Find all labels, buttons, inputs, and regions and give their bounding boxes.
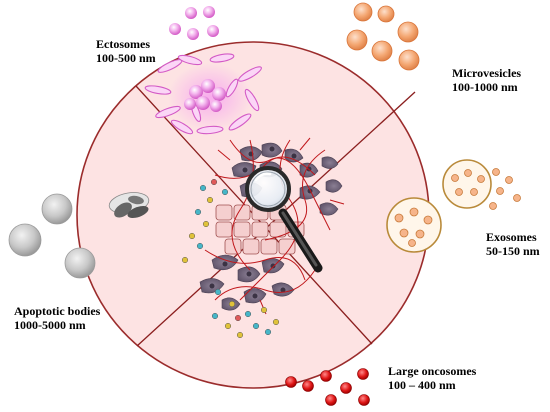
- exosomes-name: Exosomes: [486, 230, 537, 244]
- microvesicles-label: Microvesicles 100-1000 nm: [452, 66, 521, 94]
- ectosome-cluster: [144, 53, 262, 135]
- large-oncosomes-label: Large oncosomes 100 – 400 nm: [388, 364, 476, 392]
- apoptotic-bodies-size: 1000-5000 nm: [14, 318, 86, 332]
- apoptotic-bodies-label: Apoptotic bodies 1000-5000 nm: [14, 304, 100, 332]
- ectosome-vesicles: [169, 6, 219, 40]
- ectosomes-size: 100-500 nm: [96, 51, 156, 65]
- exosome-vesicles: [489, 168, 521, 210]
- apoptotic-bodies: [8, 193, 96, 279]
- vessel-network: [204, 137, 345, 315]
- ectosomes-label: Ectosomes 100-500 nm: [96, 37, 156, 65]
- exosomes-label: Exosomes 50-150 nm: [486, 230, 540, 258]
- large-oncosome-group: [285, 368, 370, 406]
- apoptotic-cell: [108, 192, 150, 219]
- microvesicle-group: [346, 2, 420, 71]
- secreted-particles: [181, 178, 280, 339]
- ectosomes-name: Ectosomes: [96, 37, 150, 51]
- apoptotic-bodies-name: Apoptotic bodies: [14, 304, 101, 318]
- large-oncosomes-size: 100 – 400 nm: [388, 378, 456, 392]
- microvesicles-name: Microvesicles: [452, 66, 522, 80]
- exosome-mvb-large: [386, 197, 442, 253]
- microvesicles-size: 100-1000 nm: [452, 80, 518, 94]
- large-oncosomes-name: Large oncosomes: [388, 364, 477, 378]
- magnifying-glass-icon: [245, 166, 323, 273]
- exosomes-size: 50-150 nm: [486, 244, 540, 258]
- exosome-mvb-small: [442, 159, 492, 209]
